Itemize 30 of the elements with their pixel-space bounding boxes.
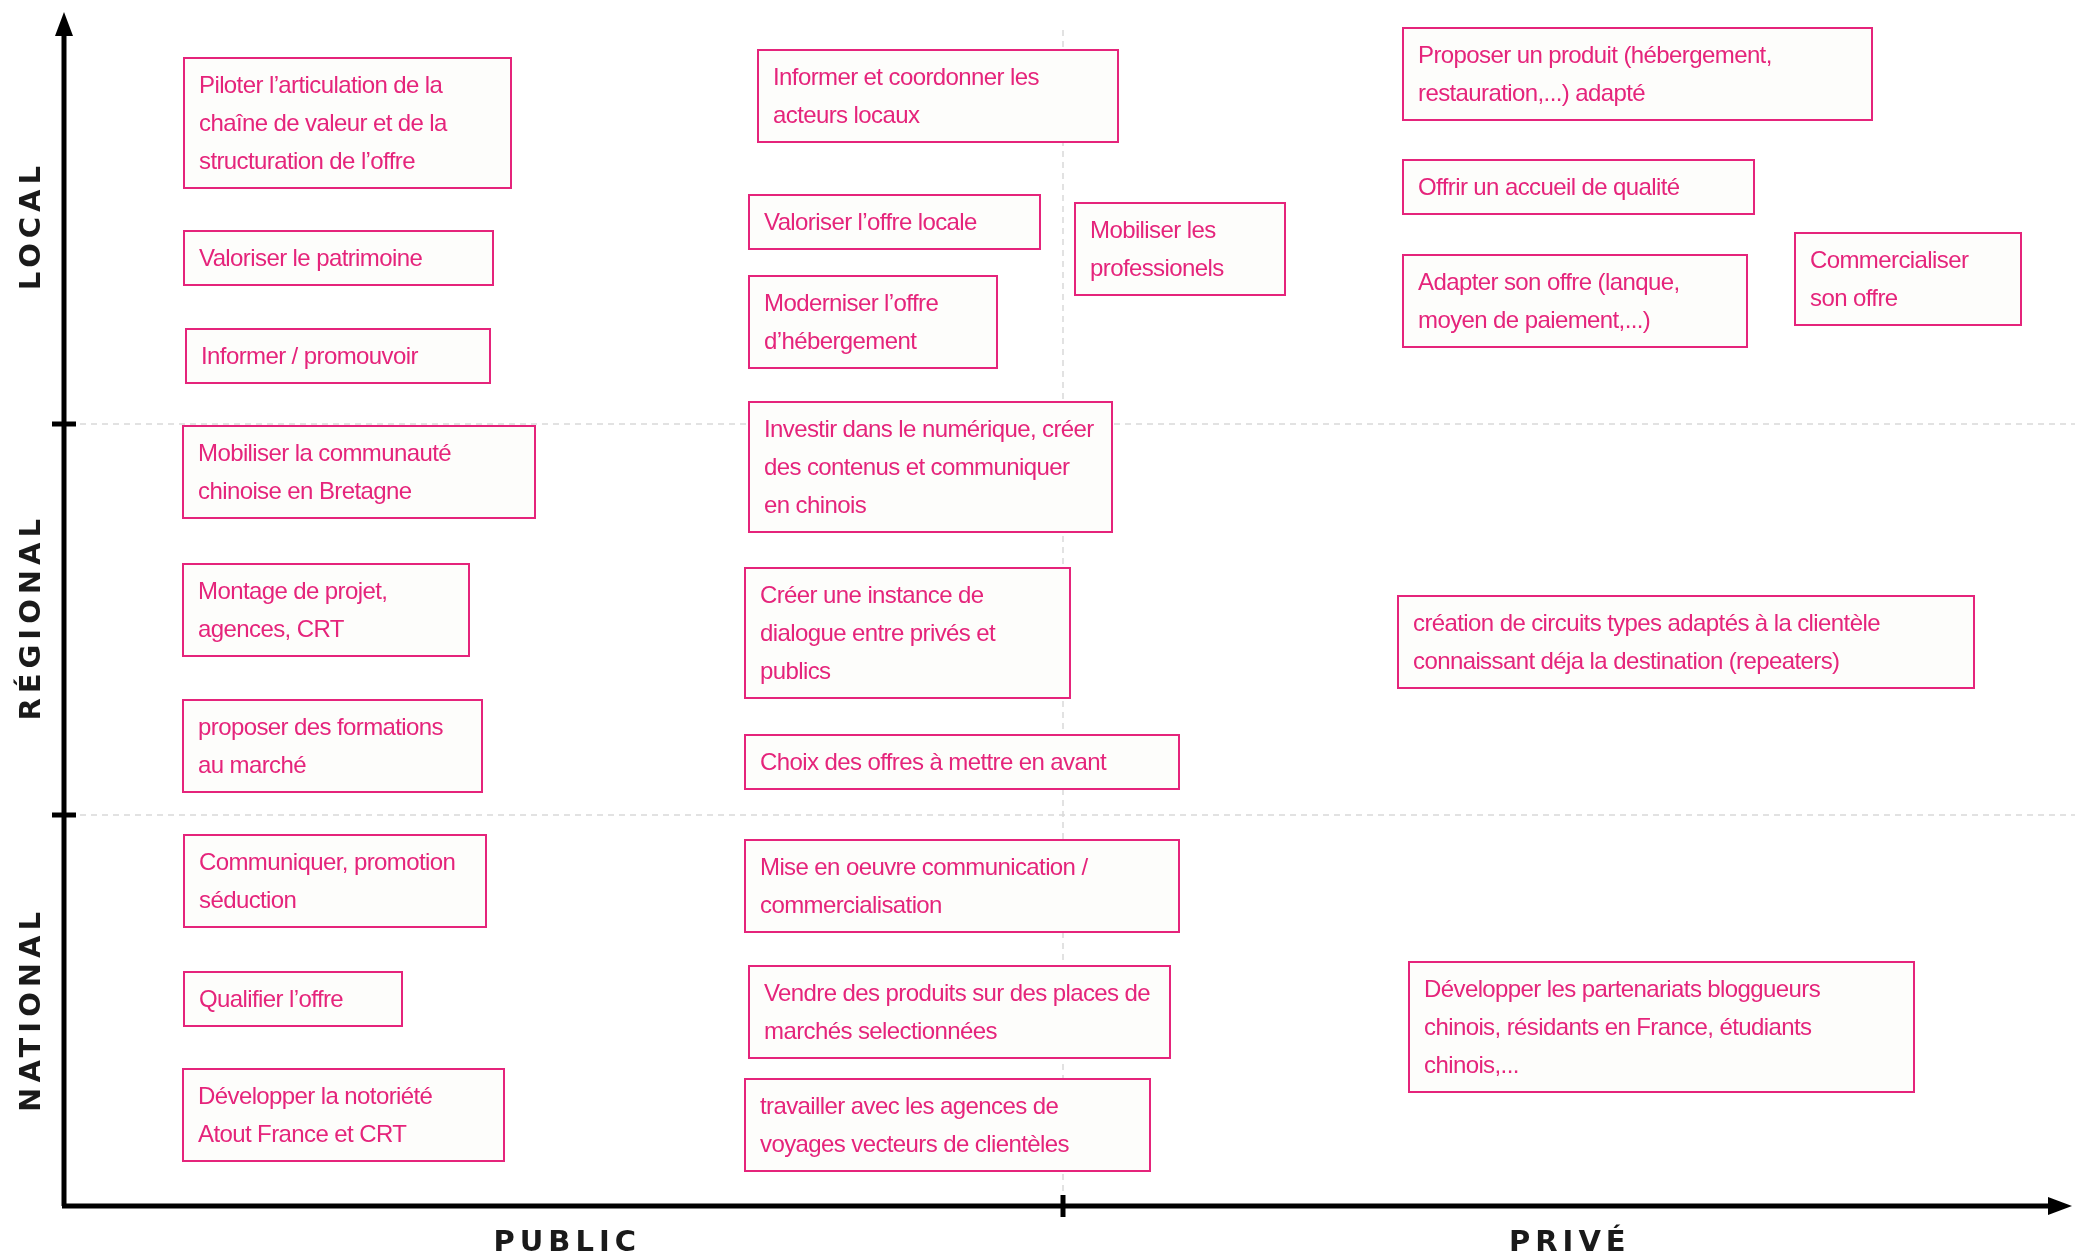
action-box: Investir dans le numérique, créer des contenus et communiquer en chinois — [748, 401, 1113, 533]
action-box: Choix des offres à mettre en avant — [744, 734, 1180, 790]
action-box: travailler avec les agences de voyages vecteurs de clientèles — [744, 1078, 1151, 1172]
action-box: Offrir un accueil de qualité — [1402, 159, 1755, 215]
axis-label: PUBLIC — [493, 1224, 641, 1257]
action-box: Développer la notoriété Atout France et CRT — [182, 1068, 505, 1162]
action-box: Montage de projet, agences, CRT — [182, 563, 470, 657]
action-box: Informer / promouvoir — [185, 328, 491, 384]
action-box: Valoriser le patrimoine — [183, 230, 494, 286]
axis-label: NATIONAL — [13, 906, 47, 1112]
action-box: Qualifier l’offre — [183, 971, 403, 1027]
action-box: Adapter son offre (lanque, moyen de paiement,...) — [1402, 254, 1748, 348]
action-box: Moderniser l’offre d’hébergement — [748, 275, 998, 369]
action-box: Mobiliser la communauté chinoise en Bretagne — [182, 425, 536, 519]
action-box: Mise en oeuvre communication / commercialisation — [744, 839, 1180, 933]
action-box: Mobiliser les professionels — [1074, 202, 1286, 296]
action-box: proposer des formations au marché — [182, 699, 483, 793]
action-box: Piloter l’articulation de la chaîne de valeur et de la structuration de l’offre — [183, 57, 512, 189]
action-box: Valoriser l’offre locale — [748, 194, 1041, 250]
axis-label: RÉGIONAL — [13, 513, 47, 721]
action-box: Créer une instance de dialogue entre privés et publics — [744, 567, 1071, 699]
action-box: Proposer un produit (hébergement, restauration,...) adapté — [1402, 27, 1873, 121]
axis-label: PRIVÉ — [1509, 1224, 1631, 1257]
axis-label: LOCAL — [13, 160, 47, 290]
action-box: Communiquer, promotion séduction — [183, 834, 487, 928]
action-box: Informer et coordonner les acteurs locaux — [757, 49, 1119, 143]
action-box: Développer les partenariats bloggueurs chinois, résidants en France, étudiants chinois,... — [1408, 961, 1915, 1093]
action-box: Vendre des produits sur des places de marchés selectionnées — [748, 965, 1171, 1059]
action-box: Commercialiser son offre — [1794, 232, 2022, 326]
action-box: création de circuits types adaptés à la clientèle connaissant déja la destination (repeaters) — [1397, 595, 1975, 689]
